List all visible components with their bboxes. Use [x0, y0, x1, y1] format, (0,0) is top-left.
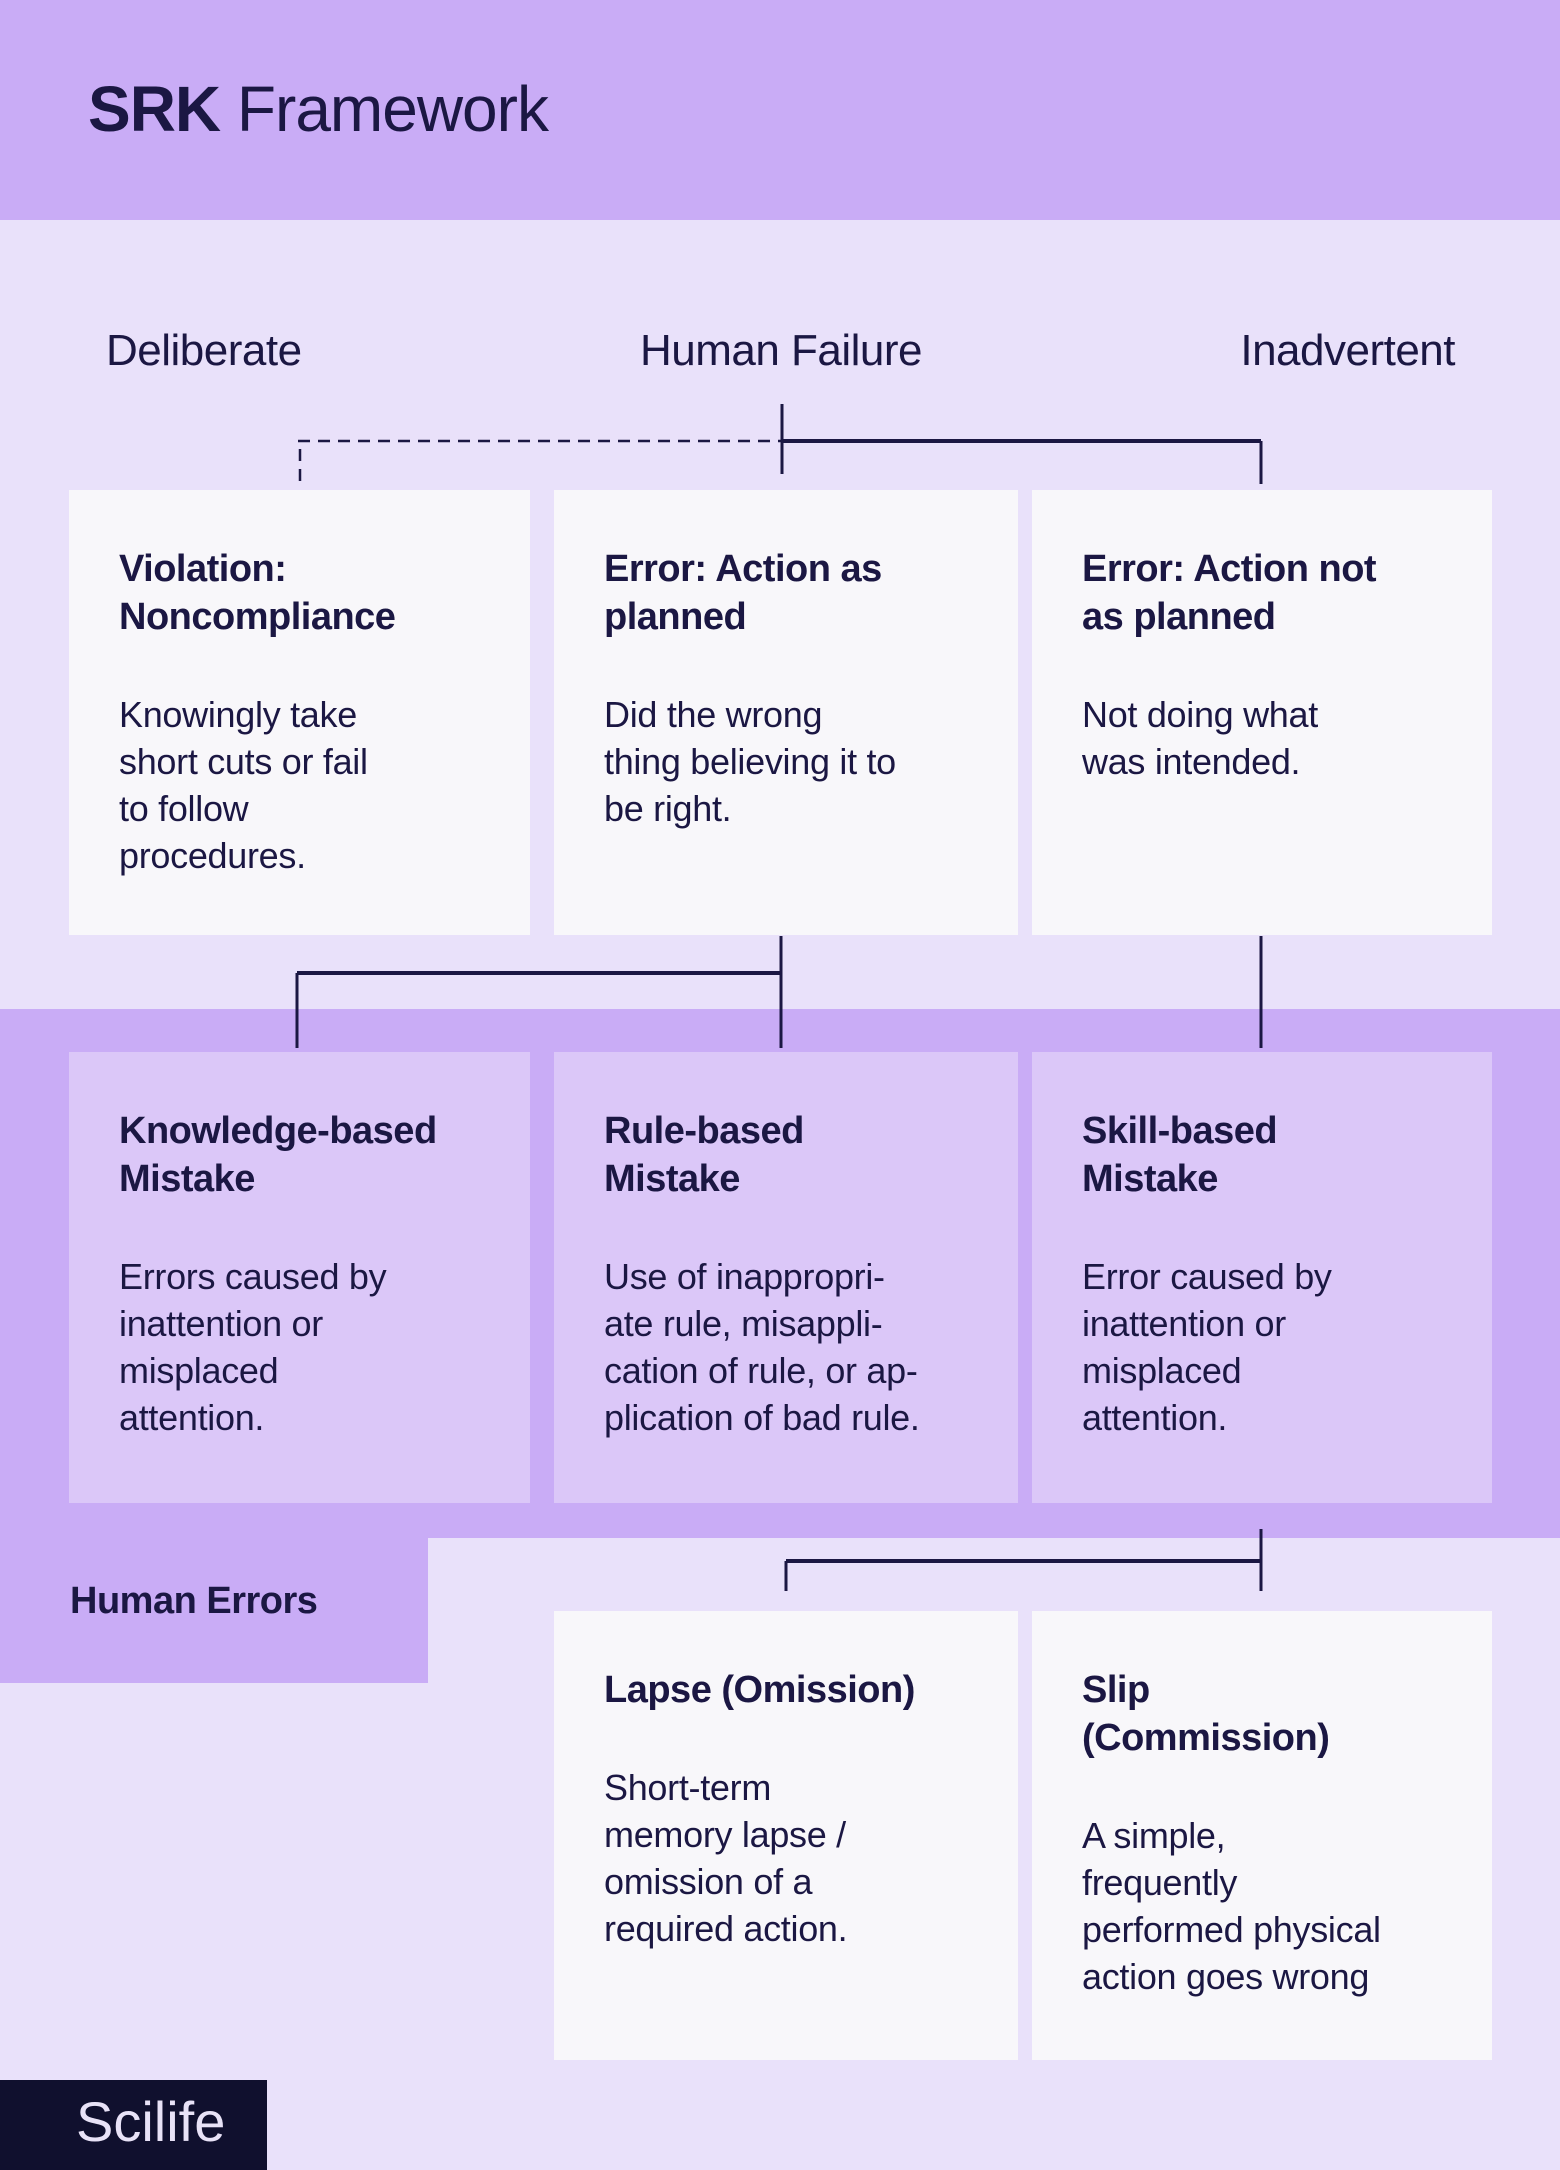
card-body: Errors caused by inattention or misplace… — [119, 1256, 387, 1438]
scilife-logo-box: Scilife — [0, 2080, 267, 2170]
header-band — [0, 0, 1560, 220]
card-lapse-omission: Lapse (Omission) Short-term memory lapse… — [554, 1611, 1018, 2060]
card-error-action-as-planned: Error: Action as planned Did the wrong t… — [554, 490, 1018, 935]
card-skill-based-mistake: Skill-based Mistake Error caused by inat… — [1032, 1052, 1492, 1503]
card-body: Short-term memory lapse / omission of a … — [604, 1767, 848, 1949]
card-body: Knowingly take short cuts or fail to fol… — [119, 694, 368, 876]
label-inadvertent: Inadvertent — [1240, 326, 1455, 375]
card-violation-noncompliance: Violation: Noncompliance Knowingly take … — [69, 490, 530, 935]
human-errors-label: Human Errors — [70, 1580, 318, 1622]
card-title: Rule-based Mistake — [604, 1110, 804, 1200]
card-body: Did the wrong thing believing it to be r… — [604, 694, 896, 829]
card-body: Not doing what was intended. — [1082, 694, 1318, 782]
card-error-action-not-as-planned: Error: Action not as planned Not doing w… — [1032, 490, 1492, 935]
page-title-bold: SRK — [88, 73, 221, 145]
card-rule-based-mistake: Rule-based Mistake Use of inappropri- at… — [554, 1052, 1018, 1503]
card-knowledge-based-mistake: Knowledge-based Mistake Errors caused by… — [69, 1052, 530, 1503]
page-title: SRK Framework — [88, 73, 549, 145]
card-body: Error caused by inattention or misplaced… — [1082, 1256, 1332, 1438]
card-body: Use of inappropri- ate rule, misappli- c… — [604, 1256, 920, 1438]
human-errors-tab — [0, 1538, 428, 1683]
card-slip-commission: Slip (Commission) A simple, frequently p… — [1032, 1611, 1492, 2060]
card-body: A simple, frequently performed physical … — [1082, 1815, 1381, 1997]
card-title: Knowledge-based Mistake — [119, 1110, 437, 1200]
scilife-logo-text: Scilife — [76, 2090, 226, 2153]
card-title: Error: Action as planned — [604, 548, 882, 638]
card-title: Slip (Commission) — [1082, 1669, 1330, 1759]
label-human-failure: Human Failure — [639, 326, 923, 375]
page-title-rest: Framework — [220, 73, 549, 145]
card-title: Error: Action not as planned — [1082, 548, 1377, 638]
card-title: Lapse (Omission) — [604, 1669, 915, 1711]
card-title: Skill-based Mistake — [1082, 1110, 1278, 1200]
card-title: Violation: Noncompliance — [119, 548, 396, 638]
label-deliberate: Deliberate — [106, 326, 302, 375]
